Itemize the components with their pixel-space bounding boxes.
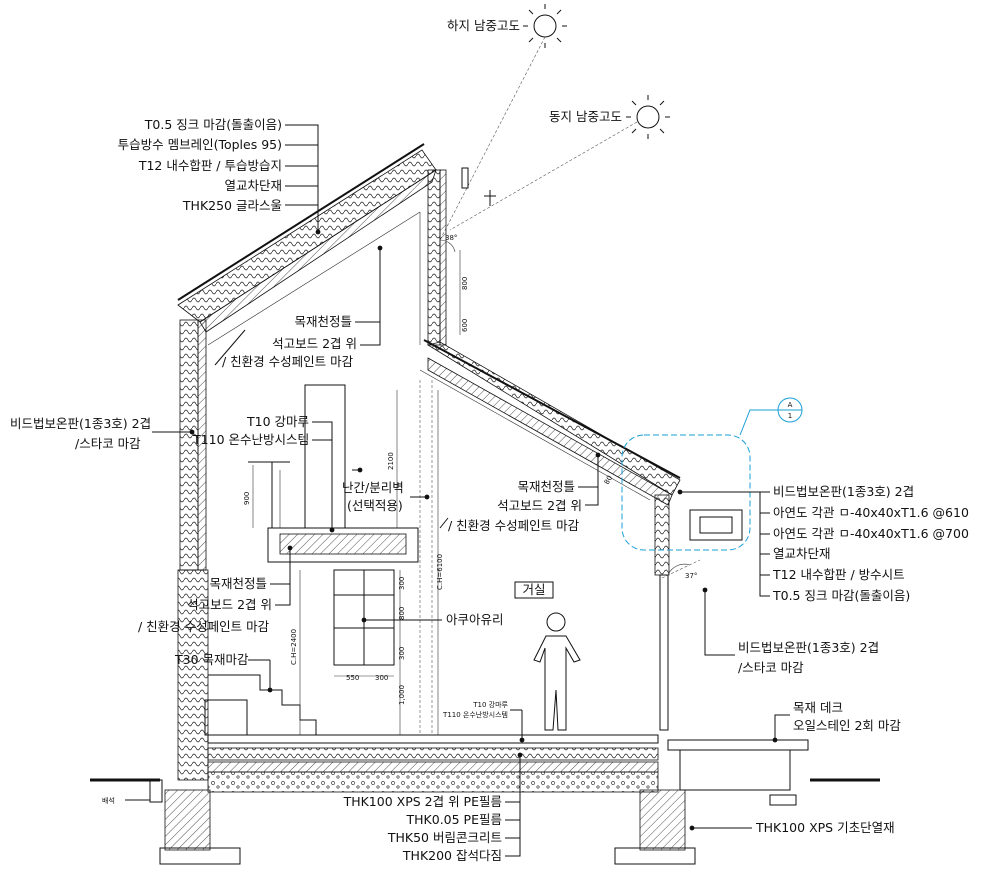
dim-600: 600 bbox=[461, 319, 469, 332]
label-canopy-0: 비드법보온판(1종3호) 2겹 bbox=[773, 484, 914, 499]
label-ceil-mid-0: 목재천정틀 bbox=[517, 479, 575, 494]
label-canopy-3: 열교차단재 bbox=[773, 546, 831, 561]
detail-tag-top: A bbox=[788, 401, 793, 409]
dim-550: 550 bbox=[346, 674, 359, 682]
dim-800: 800 bbox=[461, 277, 469, 290]
label-ceil-up-1: 석고보드 2겹 위 bbox=[272, 336, 357, 351]
label-canopy-5: T0.5 징크 마감(돌출이음) bbox=[772, 588, 910, 603]
leaders bbox=[125, 124, 790, 857]
angle-37: 37° bbox=[685, 572, 697, 580]
label-partition-1: (선택적용) bbox=[347, 498, 403, 513]
label-roof-0: T0.5 징크 마감(돌출이음) bbox=[144, 117, 282, 132]
label-stair: T30 목재마감 bbox=[174, 652, 249, 667]
label-gutter-small: 배석 bbox=[102, 796, 115, 805]
label-ceil-low-1: 석고보드 2겹 위 bbox=[187, 597, 272, 612]
label-roof-3: 열교차단재 bbox=[224, 178, 282, 193]
label-deck-1: 오일스테인 2회 마감 bbox=[793, 718, 901, 733]
label-deck-0: 목재 데크 bbox=[793, 700, 843, 715]
person-figure bbox=[533, 612, 581, 731]
label-wall-right-0: 비드법보온판(1종3호) 2겹 bbox=[738, 640, 879, 655]
label-roof-1: 투습방수 멤브레인(Toples 95) bbox=[118, 137, 282, 152]
label-wall-left-1: /스타코 마감 bbox=[75, 436, 141, 451]
dim-1000: 1,000 bbox=[398, 685, 406, 705]
sun-winter bbox=[449, 95, 670, 231]
dim-300b: 300 bbox=[398, 647, 406, 660]
label-slab-3: THK200 잡석다짐 bbox=[402, 848, 502, 863]
label-slab-2: THK50 버림콘크리트 bbox=[387, 830, 502, 845]
dim-300c: 300 bbox=[375, 674, 388, 682]
label-ceil-mid-1: 석고보드 2겹 위 bbox=[497, 498, 582, 513]
dim-800b: 800 bbox=[398, 607, 406, 620]
label-canopy-4: T12 내수합판 / 방수시트 bbox=[772, 567, 905, 582]
label-wall-right-1: /스타코 마감 bbox=[738, 660, 804, 675]
building-shell bbox=[90, 143, 880, 865]
label-roof-2: T12 내수합판 / 투습방습지 bbox=[138, 158, 282, 173]
label-ceil-up-0: 목재천정틀 bbox=[294, 314, 352, 329]
label-slab-0: THK100 XPS 2겹 위 PE필름 bbox=[343, 794, 502, 809]
label-partition-0: 난간/분리벽 bbox=[342, 480, 404, 495]
label-floor-small-1: T110 온수난방시스템 bbox=[442, 710, 508, 719]
label-floor-loft-0: T10 강마루 bbox=[246, 414, 309, 429]
label-roof-4: THK250 글라스울 bbox=[182, 198, 282, 213]
label-ceil-up-2: / 친환경 수성페인트 마감 bbox=[222, 354, 354, 369]
label-ceil-mid-2: / 친환경 수성페인트 마감 bbox=[448, 518, 580, 533]
dim-2100: 2100 bbox=[387, 452, 395, 470]
sun-summer bbox=[439, 4, 567, 241]
label-sun-winter: 동지 남중고도 bbox=[549, 109, 622, 124]
label-footing-right: THK100 XPS 기초단열재 bbox=[755, 820, 895, 835]
label-wall-left-0: 비드법보온판(1종3호) 2겹 bbox=[10, 416, 151, 431]
label-slab-1: THK0.05 PE필름 bbox=[406, 812, 502, 827]
detail-tag-bottom: 1 bbox=[788, 412, 792, 420]
dim-ch2400: C.H=2400 bbox=[290, 629, 298, 665]
dim-80: 80 bbox=[603, 474, 614, 486]
label-ceil-low-0: 목재천정틀 bbox=[209, 576, 267, 591]
label-floor-loft-1: T110 온수난방시스템 bbox=[192, 432, 309, 447]
dim-300a: 300 bbox=[398, 577, 406, 590]
label-room: 거실 bbox=[522, 582, 545, 597]
label-glass: 아쿠아유리 bbox=[446, 612, 504, 627]
dim-900: 900 bbox=[243, 492, 251, 505]
label-canopy-1: 아연도 각관 ㅁ-40x40xT1.6 @610 bbox=[773, 505, 969, 520]
label-floor-small-0: T10 강마루 bbox=[472, 700, 508, 709]
label-ceil-low-2: / 친환경 수성페인트 마감 bbox=[138, 619, 270, 634]
dim-ch6100: C.H=6100 bbox=[436, 554, 444, 590]
angle-38: 38° bbox=[445, 234, 457, 242]
label-sun-summer: 하지 남중고도 bbox=[447, 18, 520, 33]
labels: 하지 남중고도 동지 남중고도 T0.5 징크 마감(돌출이음) 투습방수 멤브… bbox=[10, 18, 969, 863]
label-canopy-2: 아연도 각관 ㅁ-40x40xT1.6 @700 bbox=[773, 526, 969, 541]
dimensions: 800 600 2100 900 C.H=6100 C.H=2400 300 8… bbox=[243, 234, 697, 735]
